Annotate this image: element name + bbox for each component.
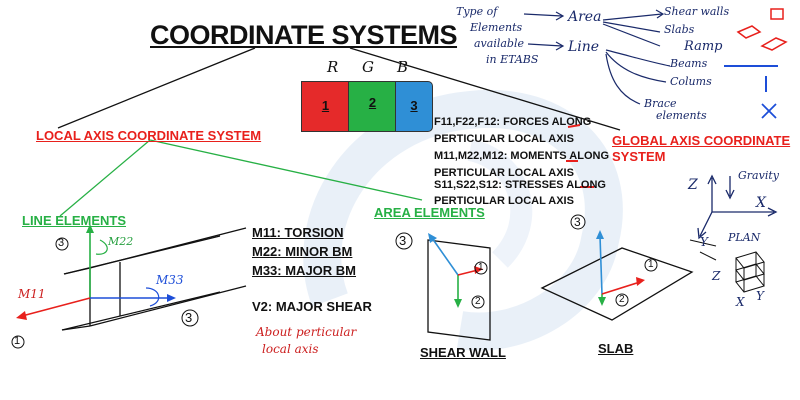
area-item-shear-walls: Shear walls [664, 5, 730, 18]
local-axis-heading: LOCAL AXIS COORDINATE SYSTEM [36, 128, 262, 143]
shear-wall-drawing [395, 232, 491, 341]
element-types-arrows [523, 9, 671, 105]
iso-frame-drawing [689, 239, 765, 293]
element-types-intro-1: Type of [456, 5, 498, 18]
moment-m22: M22: MINOR BM [252, 244, 353, 259]
slab-axis1-label: 1 [648, 259, 654, 270]
slab-axis2-label: 2 [619, 294, 625, 305]
global-gravity-label: Gravity [738, 169, 779, 182]
shear-wall-caption: SHEAR WALL [420, 345, 506, 360]
beam-axis-2-arrowhead [86, 224, 94, 233]
shear-v2: V2: MAJOR SHEAR [252, 299, 372, 314]
global-plan-label: PLAN [728, 231, 761, 244]
iso-axis-z-label: Z [712, 269, 721, 283]
beam-label-axis3: 3 [58, 237, 65, 249]
element-types-intro-3: available [474, 37, 524, 50]
rgb-letter-g: G [362, 58, 374, 76]
rgb-box-green: 2 [348, 81, 397, 132]
element-type-area: Area [568, 9, 602, 25]
area-item-slabs: Slabs [664, 23, 695, 36]
line-elements-heading: LINE ELEMENTS [22, 213, 127, 228]
iso-axis-x-label: X [736, 295, 745, 309]
line-item-elements: elements [656, 109, 707, 122]
beam-axis-1-arrowhead [16, 311, 27, 320]
local-to-line-elements [59, 139, 151, 217]
global-axis-x-label: X [756, 195, 766, 211]
global-axis-heading: GLOBAL AXIS COORDINATE [612, 133, 791, 148]
red-mark-1 [567, 124, 581, 128]
rgb-box-blue: 3 [395, 81, 433, 132]
result-note-moments: M11,M22,M12: MOMENTS ALONG [434, 150, 610, 162]
rgb-number-1: 1 [321, 98, 330, 113]
element-types-intro-2: Elements [470, 21, 523, 34]
shear-wall-axis3-label: 3 [399, 233, 407, 248]
result-note-forces: F11,F22,F12: FORCES ALONG [434, 116, 592, 128]
iso-axis-y-label: Y [756, 289, 764, 303]
global-axis-y-label: Y [700, 235, 708, 249]
beam-axis-3-arrowhead [167, 294, 176, 302]
area-item-ramp: Ramp [684, 39, 723, 54]
global-axis-heading-line2: SYSTEM [612, 149, 666, 164]
area-elements-heading: AREA ELEMENTS [374, 205, 485, 220]
rgb-number-3: 3 [410, 98, 418, 113]
shear-wall-axis2-label: 2 [475, 296, 481, 307]
title-to-local-line [57, 47, 256, 129]
rgb-number-2: 2 [368, 95, 377, 110]
shear-wall-axis1-label: 1 [478, 262, 484, 273]
slab-drawing [540, 214, 694, 321]
rgb-letter-r: R [327, 58, 339, 76]
rgb-box-red: 1 [301, 81, 350, 132]
handwritten-note-line1: About perticular [256, 325, 357, 339]
m33-rotation-arc [145, 287, 160, 307]
m22-rotation-arc [95, 239, 108, 255]
beam-local-axes [11, 224, 199, 349]
slab-caption: SLAB [598, 341, 634, 356]
result-note-stresses-axis: PERTICULAR LOCAL AXIS [434, 195, 574, 207]
global-axes-drawing [697, 174, 778, 240]
page-title: COORDINATE SYSTEMS [150, 20, 458, 50]
beam-axis-1-line [21, 297, 91, 317]
ramp-symbol [760, 37, 788, 51]
beam-label-axis3-bottom: 3 [185, 310, 193, 325]
handwritten-note-line2: local axis [262, 342, 319, 356]
beam-label-m33: M33 [156, 273, 184, 287]
rgb-letter-b: B [397, 58, 409, 76]
element-type-line: Line [568, 39, 600, 55]
brace-symbol-cross [761, 103, 777, 119]
title-to-global-line [349, 47, 621, 131]
beam-axis-3b-circle [181, 309, 199, 327]
beam-axis-1-circle [11, 335, 25, 349]
result-note-moments-axis: PERTICULAR LOCAL AXIS [434, 167, 574, 179]
slab-symbol [736, 25, 762, 39]
element-types-intro-4: in ETABS [486, 53, 539, 66]
local-to-area-elements [149, 139, 423, 201]
moment-m11: M11: TORSION [252, 225, 344, 240]
slab-axis3-label: 3 [574, 215, 581, 229]
global-axis-z-label: Z [688, 177, 698, 193]
moment-m33: M33: MAJOR BM [252, 263, 357, 278]
line-item-beams: Beams [670, 57, 708, 70]
line-item-brace: Brace [644, 97, 677, 110]
result-note-stresses: S11,S22,S12: STRESSES ALONG [434, 179, 606, 191]
line-item-colums: Colums [670, 75, 712, 88]
shear-wall-symbol [770, 8, 784, 20]
beam-axis-3-circle [55, 237, 69, 251]
beam-label-m11: M11 [18, 287, 46, 301]
beam-label-m22: M22 [108, 235, 134, 248]
result-note-forces-axis: PERTICULAR LOCAL AXIS [434, 133, 574, 145]
beam-label-axis1: 1 [14, 335, 21, 347]
